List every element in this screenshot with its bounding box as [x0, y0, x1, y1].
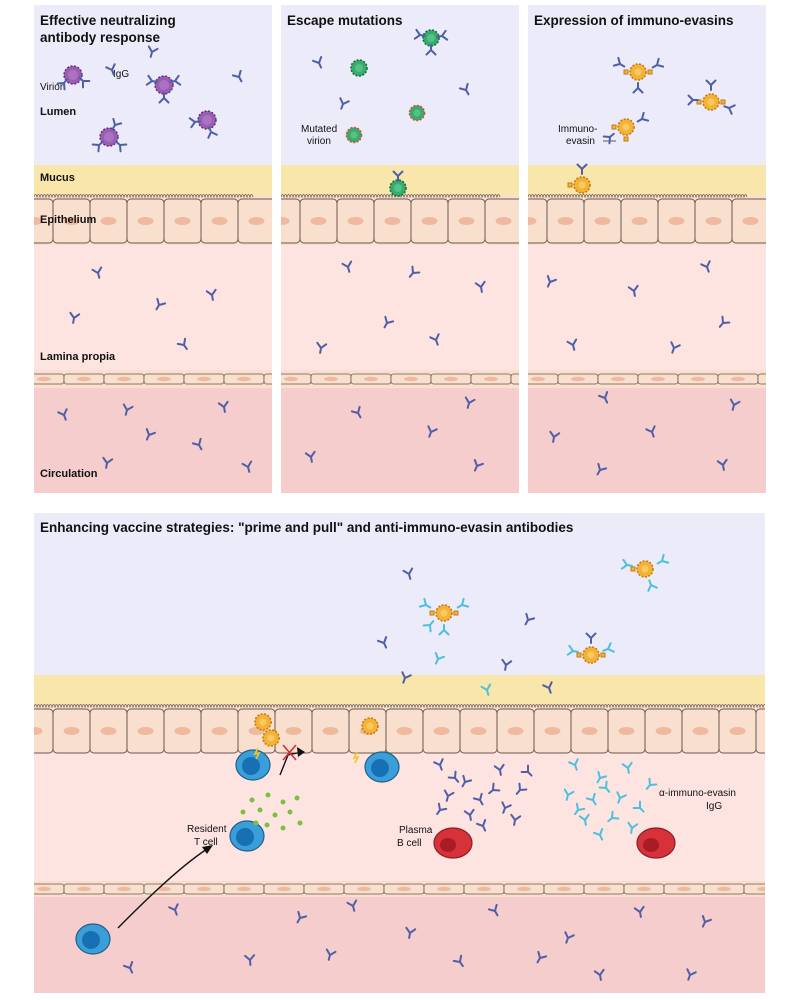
- epithelial-cell: [163, 708, 202, 754]
- epithelial-cell: [755, 708, 765, 754]
- t-cell: [364, 751, 400, 783]
- cytokines: [240, 792, 303, 831]
- endothelial-cell: [423, 883, 465, 895]
- evasin-virion: [687, 79, 736, 115]
- panel2-title: Escape mutations: [287, 13, 403, 28]
- epithelial-cell: [385, 708, 424, 754]
- resident-t-cell: [229, 820, 265, 852]
- plasma-b-cell: [433, 827, 473, 859]
- epithelial-cell: [89, 708, 128, 754]
- plasma-b-cell: [636, 827, 676, 859]
- plasma-b-cell-label-line2: B cell: [397, 838, 421, 849]
- endothelial-cell: [303, 883, 345, 895]
- panel1-title-line1: Effective neutralizing: [40, 13, 176, 28]
- panel-escape-mutations: Escape mutations Mutated virion: [263, 5, 551, 493]
- virion-label: Virion: [40, 82, 65, 93]
- endothelial-cell: [383, 883, 425, 895]
- immuno-evasin-label-line1: Immuno-: [558, 124, 597, 135]
- endothelial-cell: [623, 883, 665, 895]
- epithelial-cell: [126, 708, 165, 754]
- evasin-virion: [567, 163, 591, 194]
- epithelial-cell: [274, 708, 313, 754]
- resident-t-cell-label-line2: T cell: [194, 837, 218, 848]
- endothelial-cell: [703, 883, 745, 895]
- evasin-virion: [612, 56, 665, 94]
- anti-evasin-igg-label-line2: IgG: [706, 801, 722, 812]
- epithelial-cell: [607, 708, 646, 754]
- epithelial-cell: [200, 708, 239, 754]
- panel3-title: Expression of immuno-evasins: [534, 13, 734, 28]
- epithelial-cell: [496, 708, 535, 754]
- lumen-label: Lumen: [40, 106, 76, 118]
- endothelial-cell: [743, 883, 765, 895]
- plasma-b-cell-label-line1: Plasma: [399, 825, 433, 836]
- pull-arrow: [117, 848, 208, 929]
- endothelial-cell: [263, 883, 305, 895]
- neutralized-evasin-virion: [566, 632, 615, 664]
- mucus-label: Mucus: [40, 172, 75, 184]
- endothelial-cell: [343, 883, 385, 895]
- endothelial-cell: [543, 883, 585, 895]
- epithelial-cell: [422, 708, 461, 754]
- panel-vaccine-strategies: Enhancing vaccine strategies: "prime and…: [34, 513, 765, 993]
- bottom-title: Enhancing vaccine strategies: "prime and…: [40, 520, 573, 535]
- evasin-virion: [602, 111, 650, 145]
- epithelial-cell: [533, 708, 572, 754]
- endothelial-cell: [223, 883, 265, 895]
- circulating-t-cell: [75, 923, 111, 955]
- epithelial-cell: [311, 708, 350, 754]
- endothelial-cell: [183, 883, 225, 895]
- t-cell: [235, 749, 271, 781]
- endothelial-cell: [663, 883, 705, 895]
- neutralized-evasin-virion: [620, 553, 670, 592]
- endothelial-cell: [34, 883, 65, 895]
- epithelial-cell: [644, 708, 683, 754]
- anti-evasin-igg-label-line1: α-immuno-evasin: [659, 788, 736, 799]
- epithelial-cell: [34, 708, 54, 754]
- mutated-virion: [345, 126, 363, 144]
- endothelial-cell: [463, 883, 505, 895]
- epithelial-cell: [459, 708, 498, 754]
- endothelial-cell: [143, 883, 185, 895]
- circulation-label: Circulation: [40, 468, 98, 480]
- endothelial-cell: [103, 883, 145, 895]
- endothelial-cell: [63, 883, 105, 895]
- mutated-virion: [408, 104, 426, 122]
- immuno-evasin-label-line2: evasin: [566, 136, 595, 147]
- panel-effective-neutralizing: Effective neutralizing antibody response…: [16, 5, 304, 493]
- lamina-propia-label: Lamina propia: [40, 351, 116, 363]
- endothelial-cell: [503, 883, 545, 895]
- epithelial-cell: [52, 708, 91, 754]
- panel-immuno-evasins: Expression of immuno-evasins Immuno- eva…: [510, 5, 798, 493]
- igg-label: IgG: [113, 69, 129, 80]
- epithelial-cell: [570, 708, 609, 754]
- mutated-virion-label-line1: Mutated: [301, 124, 337, 135]
- panel1-title-line2: antibody response: [40, 30, 161, 45]
- mutated-virion-label-line2: virion: [307, 136, 331, 147]
- endothelial-cell: [583, 883, 625, 895]
- mutated-virion: [350, 59, 368, 77]
- epithelium-label: Epithelium: [40, 214, 96, 226]
- epithelial-cell: [681, 708, 720, 754]
- resident-t-cell-label-line1: Resident: [187, 824, 227, 835]
- epithelial-cell: [718, 708, 757, 754]
- neutralized-evasin-virion: [418, 597, 470, 636]
